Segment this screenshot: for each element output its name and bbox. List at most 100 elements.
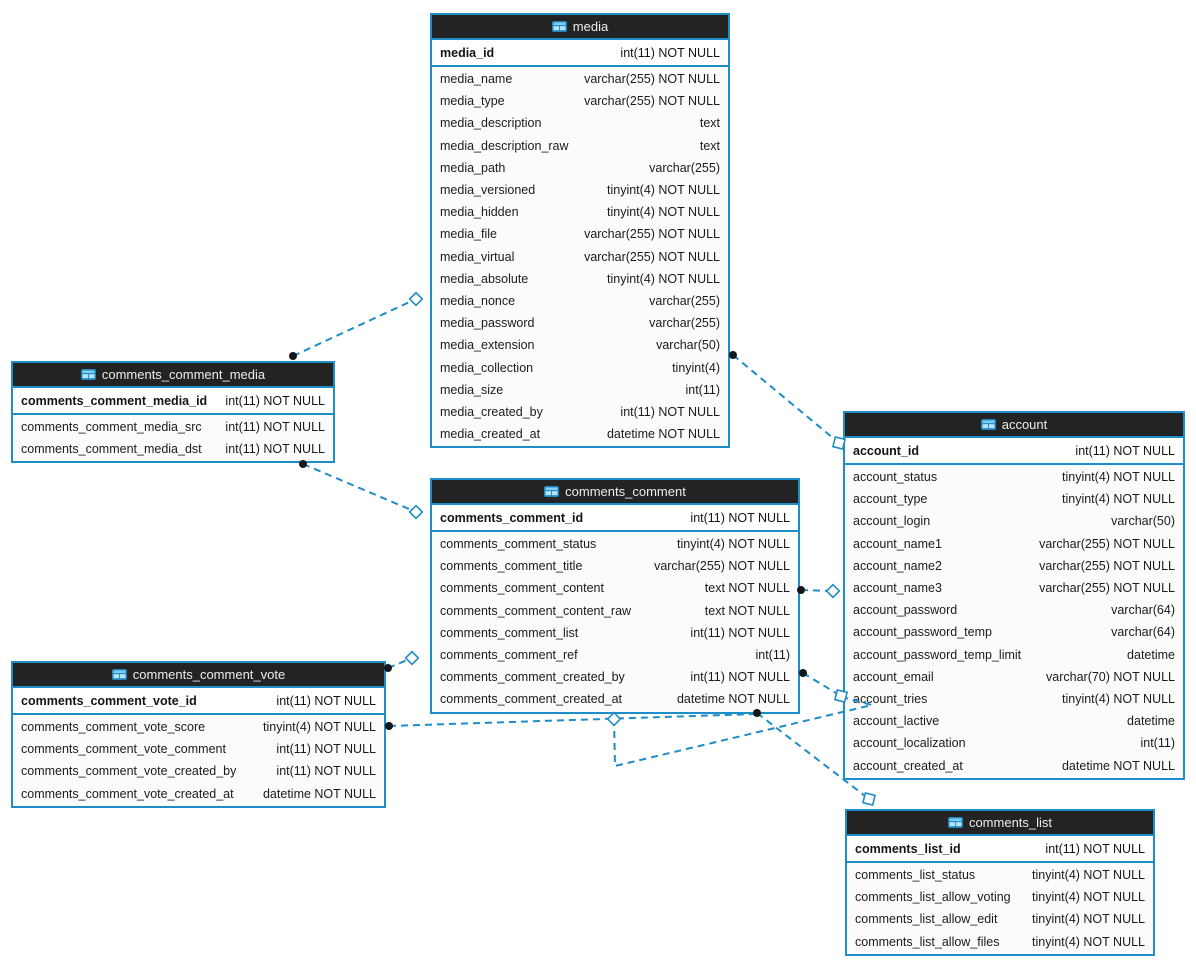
table-header-comments_comment[interactable]: comments_comment <box>432 480 798 505</box>
field-row-comments_list_allow_voting[interactable]: comments_list_allow_voting tinyint(4) NOT… <box>847 886 1153 908</box>
field-name: comments_list_allow_files <box>855 934 1000 949</box>
field-name: comments_comment_media_src <box>21 420 202 435</box>
field-type: varchar(64) <box>1111 625 1175 640</box>
field-name: media_type <box>440 94 505 109</box>
table-header-comments_comment_media[interactable]: comments_comment_media <box>13 363 333 388</box>
pk-field-type: int(11) NOT NULL <box>690 510 790 525</box>
table-header-media[interactable]: media <box>432 15 728 40</box>
field-type: datetime NOT NULL <box>262 786 376 801</box>
field-type: text <box>699 116 720 131</box>
field-name: comments_comment_status <box>440 537 597 552</box>
field-name: comments_list_status <box>855 868 976 883</box>
field-name: comments_comment_ref <box>440 648 578 663</box>
field-row-comments_comment_created_at[interactable]: comments_comment_created_at datetime NOT … <box>432 688 798 710</box>
field-rows: comments_comment_status tinyint(4) NOT NU… <box>432 532 798 712</box>
field-type: tinyint(4) NOT NULL <box>1032 890 1145 905</box>
field-type: datetime NOT NULL <box>606 427 720 442</box>
field-row-comments_comment_status[interactable]: comments_comment_status tinyint(4) NOT NU… <box>432 533 798 555</box>
field-type: int(11) <box>685 382 720 397</box>
table-header-account[interactable]: account <box>845 413 1183 438</box>
table-title: media <box>572 19 609 34</box>
field-type: varchar(255) NOT NULL <box>1039 536 1175 551</box>
table-title: comments_comment_vote <box>132 667 286 682</box>
field-name: account_password_temp_limit <box>853 647 1022 662</box>
table-header-comments_list[interactable]: comments_list <box>847 811 1153 836</box>
table-comments_comment_vote[interactable]: comments_comment_vote comments_comment_vo… <box>11 661 386 808</box>
field-row-comments_list_status[interactable]: comments_list_status tinyint(4) NOT NULL <box>847 864 1153 886</box>
field-name: comments_list_allow_voting <box>855 890 1011 905</box>
field-type: tinyint(4) <box>672 360 720 375</box>
table-icon <box>947 817 963 828</box>
field-name: media_path <box>440 160 506 175</box>
table-header-comments_comment_vote[interactable]: comments_comment_vote <box>13 663 384 688</box>
field-name: account_name3 <box>853 581 942 596</box>
field-row-account_type[interactable]: account_type tinyint(4) NOT NULL <box>845 488 1183 510</box>
field-name: account_created_at <box>853 758 963 773</box>
field-name: comments_comment_created_at <box>440 692 623 707</box>
field-type: tinyint(4) NOT NULL <box>677 537 790 552</box>
field-row-comments_list_allow_files[interactable]: comments_list_allow_files tinyint(4) NOT … <box>847 931 1153 953</box>
field-type: tinyint(4) NOT NULL <box>1062 492 1175 507</box>
field-type: tinyint(4) NOT NULL <box>1032 934 1145 949</box>
field-name: account_type <box>853 492 928 507</box>
field-type: datetime NOT NULL <box>676 692 790 707</box>
field-type: tinyint(4) NOT NULL <box>1032 868 1145 883</box>
